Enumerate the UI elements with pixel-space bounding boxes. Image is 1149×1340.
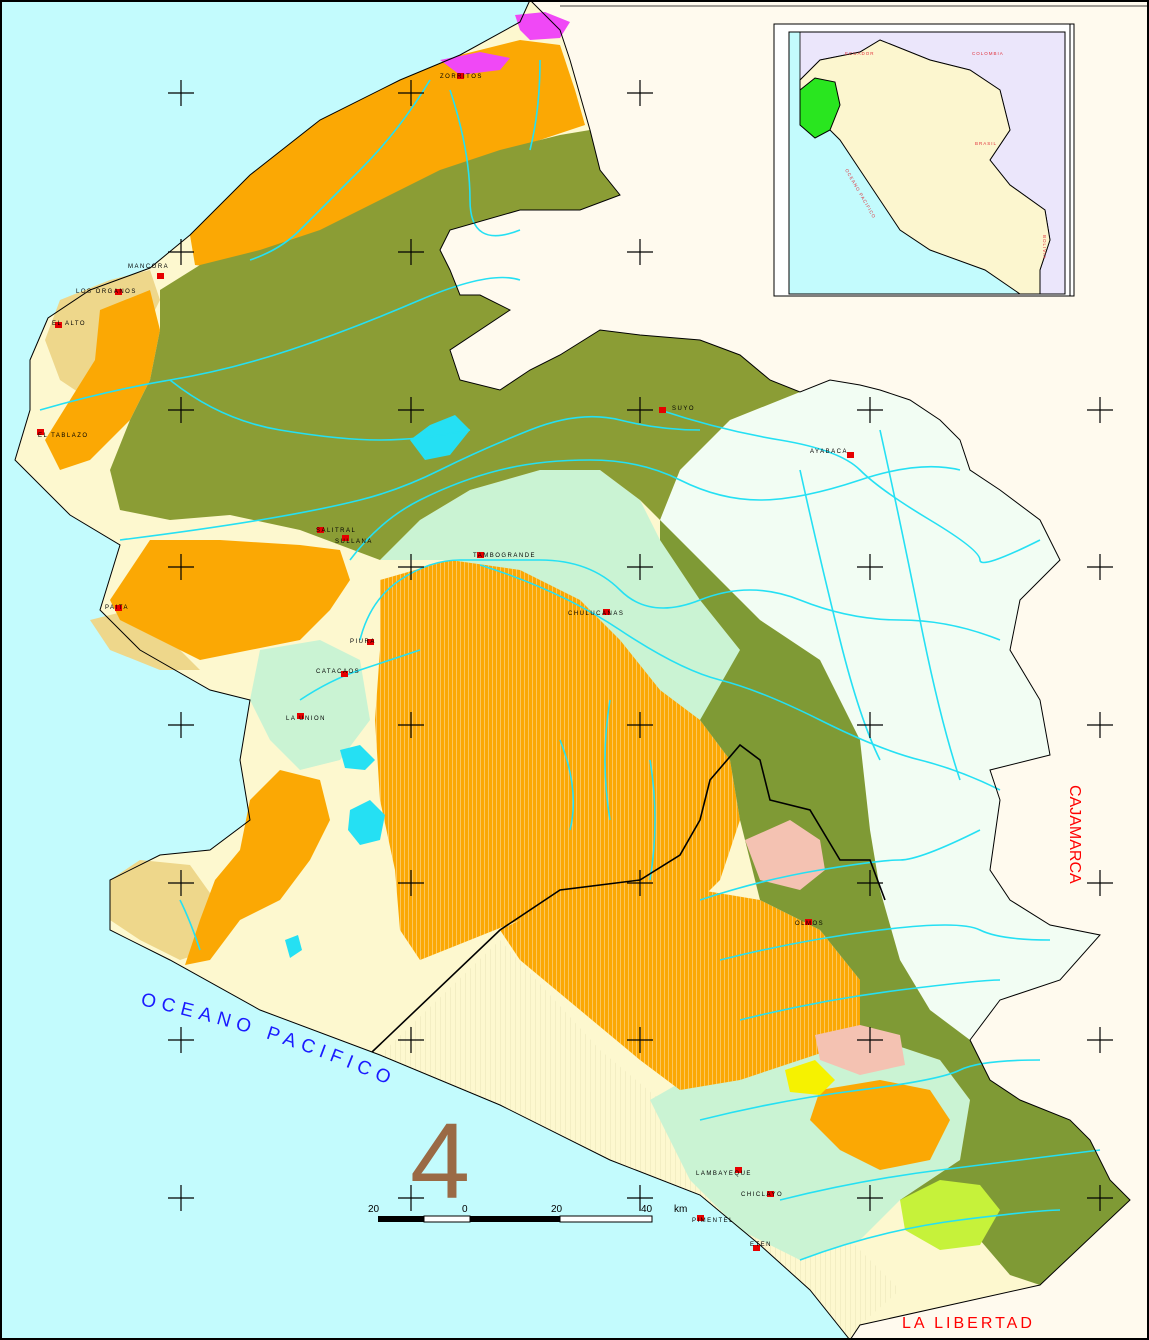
svg-text:CATACAOS: CATACAOS xyxy=(316,669,360,675)
map-number: 4 xyxy=(410,1100,470,1221)
inset-label: BRASIL xyxy=(975,141,997,146)
town-piura: PIURA xyxy=(350,639,376,645)
scale-tick-label: 20 xyxy=(368,1204,380,1215)
svg-text:CHICLAYO: CHICLAYO xyxy=(741,1192,783,1198)
ocean-area xyxy=(0,0,850,1340)
region-label-la-libertad: LA LIBERTAD xyxy=(902,1315,1035,1332)
svg-text:CHULUCANAS: CHULUCANAS xyxy=(568,611,624,617)
svg-text:LAMBAYEQUE: LAMBAYEQUE xyxy=(696,1171,752,1177)
svg-text:EL ALTO: EL ALTO xyxy=(52,321,86,327)
unit-desert-north xyxy=(190,40,585,270)
town-ayabaca: AYABACA xyxy=(810,449,854,458)
town-zorritos: ZORRITOS xyxy=(440,73,483,80)
region-outline xyxy=(439,0,1131,1340)
town-mancora: MANCORA xyxy=(128,264,169,279)
inset-label: COLOMBIA xyxy=(972,51,1004,56)
town-suyo: SUYO xyxy=(659,406,695,413)
town-tambogrande: TAMBOGRANDE xyxy=(473,552,536,559)
lake-poechos xyxy=(410,415,470,460)
svg-text:PAITA: PAITA xyxy=(105,605,129,611)
svg-text:LOS ORGANOS: LOS ORGANOS xyxy=(76,289,137,295)
unit-yellow xyxy=(785,1060,835,1095)
svg-text:MANCORA: MANCORA xyxy=(128,264,169,270)
unit-forest-north xyxy=(110,130,800,560)
unit-desert-sechura xyxy=(185,770,330,965)
town-el-alto: EL ALTO xyxy=(52,321,86,328)
svg-text:ETEN: ETEN xyxy=(750,1242,772,1248)
inset-label: ECUADOR xyxy=(845,51,875,56)
svg-text:PIMENTEL: PIMENTEL xyxy=(692,1218,734,1224)
svg-text:SUYO: SUYO xyxy=(672,406,695,412)
unit-orange-west-strip xyxy=(45,290,160,470)
town-chiclayo: CHICLAYO xyxy=(741,1191,783,1198)
department-boundary xyxy=(371,743,886,1053)
unit-desert-south-texture xyxy=(500,880,860,1090)
unit-lime xyxy=(900,1180,1000,1250)
unit-light-green-west xyxy=(250,640,370,770)
unit-pale-highland xyxy=(660,380,1100,1040)
unit-forest-east-belt xyxy=(660,520,1130,1285)
svg-text:PIURA: PIURA xyxy=(350,639,376,645)
lake-napique xyxy=(340,745,375,770)
town-pimentel: PIMENTEL xyxy=(692,1215,734,1224)
unit-magenta xyxy=(440,52,510,75)
scale-tick-label: 20 xyxy=(551,1204,563,1215)
unit-orange-lambayeque xyxy=(810,1080,950,1170)
svg-text:AYABACA: AYABACA xyxy=(810,449,848,455)
scale-tick-label: 40 xyxy=(641,1204,653,1215)
unit-tan-paita xyxy=(90,610,200,670)
graticule-crosses xyxy=(168,80,1113,1211)
town-la-union: LA UNION xyxy=(286,713,326,722)
inset-label: BOLIVIA xyxy=(1042,235,1047,260)
scale-tick-label: 0 xyxy=(462,1204,468,1215)
scale-bar: 20 0 20 40 km xyxy=(368,1204,687,1223)
unit-pink-south xyxy=(815,1025,905,1075)
town-markers: MANCORA LOS ORGANOS EL ALTO EL TABLAZO SULLA… xyxy=(37,73,854,1251)
svg-text:ZORRITOS: ZORRITOS xyxy=(440,74,483,80)
inset-peru xyxy=(799,39,1051,295)
unit-magenta-delta xyxy=(515,12,570,40)
town-lambayeque: LAMBAYEQUE xyxy=(696,1167,752,1177)
inset-study-area xyxy=(799,77,841,139)
region-label-cajamarca: CAJAMARCA xyxy=(1066,785,1083,884)
unit-tan-south xyxy=(110,860,215,960)
lake-ramon xyxy=(348,800,385,845)
unit-desert-central-texture xyxy=(375,560,740,960)
town-el-tablazo: EL TABLAZO xyxy=(37,429,89,439)
town-paita: PAITA xyxy=(105,605,129,611)
lake-small xyxy=(285,935,302,958)
scale-unit-label: km xyxy=(674,1204,687,1215)
svg-text:EL TABLAZO: EL TABLAZO xyxy=(38,433,89,439)
svg-text:SULLANA: SULLANA xyxy=(335,539,373,545)
town-olmos: OLMOS xyxy=(795,919,824,927)
town-chulucanas: CHULUCANAS xyxy=(568,609,624,617)
coastline xyxy=(14,0,851,1340)
svg-text:TAMBOGRANDE: TAMBOGRANDE xyxy=(473,553,536,559)
svg-text:OLMOS: OLMOS xyxy=(795,921,824,927)
outside-land xyxy=(440,0,1149,1340)
town-catacaos: CATACAOS xyxy=(316,669,360,677)
river-network xyxy=(39,59,1101,1261)
town-eten: ETEN xyxy=(750,1242,772,1251)
unit-desert-west xyxy=(110,540,350,660)
town-sullana: SULLANA xyxy=(335,535,373,545)
town-los-organos: LOS ORGANOS xyxy=(76,289,137,295)
svg-text:SALITRAL: SALITRAL xyxy=(316,528,356,534)
town-salitral: SALITRAL xyxy=(316,527,356,534)
svg-text:LA UNION: LA UNION xyxy=(286,716,326,722)
